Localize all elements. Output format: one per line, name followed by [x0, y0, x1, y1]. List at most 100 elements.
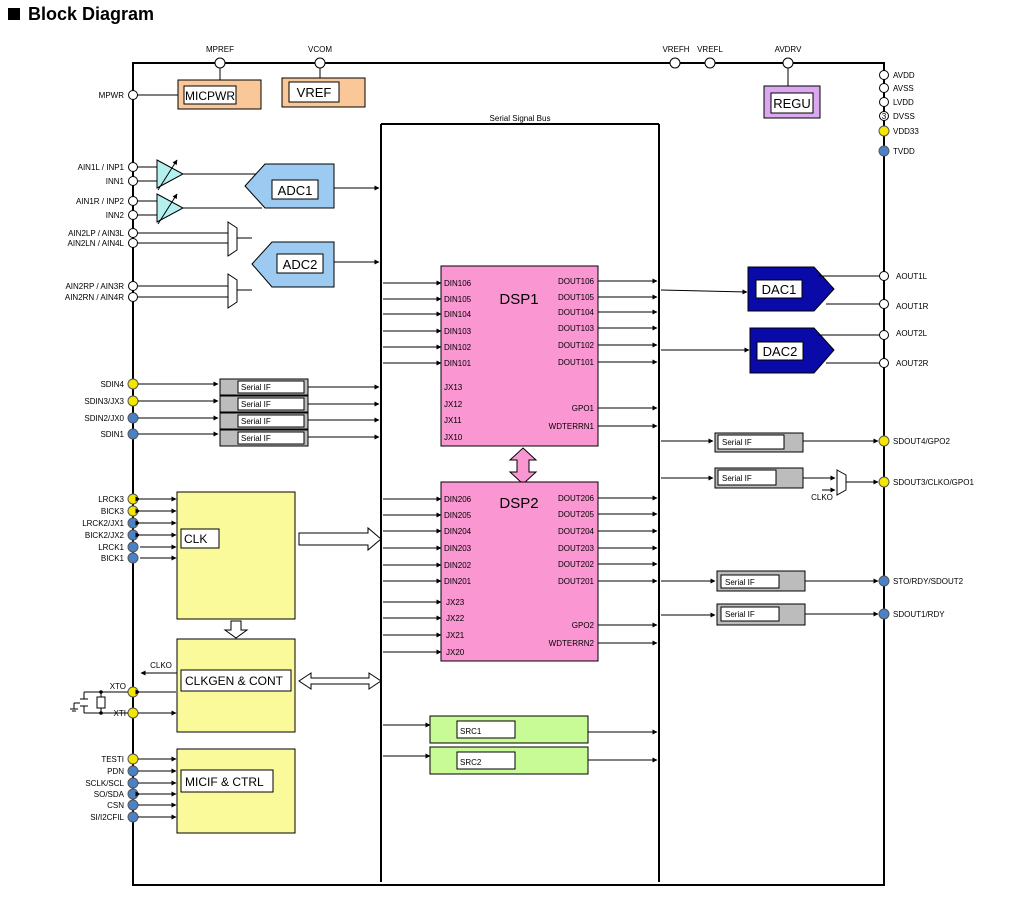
diagram-title: Block Diagram — [28, 4, 154, 24]
label-bick1: BICK1 — [101, 554, 125, 563]
dsp2-port-jx22: JX22 — [446, 614, 465, 623]
label-mpref: MPREF — [206, 45, 234, 54]
pin-dvss — [879, 111, 889, 121]
pin-testi — [127, 753, 139, 765]
dsp2-port-dout204: DOUT204 — [558, 527, 595, 536]
dsp1-port-din102: DIN102 — [444, 343, 472, 352]
pga2-amplifier — [156, 193, 185, 223]
label-si: SI/I2CFIL — [90, 813, 124, 822]
dsp2-port-dout206: DOUT206 — [558, 494, 595, 503]
pin-sclk — [127, 777, 139, 789]
serial-if-in-sdin3-label: Serial IF — [241, 400, 271, 409]
pin-mpwr — [128, 90, 138, 100]
label-sclk: SCLK/SCL — [85, 779, 124, 788]
dsp2-port-din203: DIN203 — [444, 544, 472, 553]
dsp1-port-dout101: DOUT101 — [558, 358, 595, 367]
pin-pdn — [127, 765, 139, 777]
dsp1-port-wdterrn1: WDTERRN1 — [549, 422, 595, 431]
label-lrck2: LRCK2/JX1 — [82, 519, 124, 528]
pin-bick1 — [127, 552, 139, 564]
dvss-count: 3 — [882, 112, 887, 121]
pin-aout1r — [879, 299, 889, 309]
pin-avdrv — [782, 57, 794, 69]
label-sdin3: SDIN3/JX3 — [84, 397, 124, 406]
label-lrck1: LRCK1 — [98, 543, 124, 552]
label-sdout1: SDOUT1/RDY — [893, 610, 945, 619]
label-ain2ln: AIN2LN / AIN4L — [68, 239, 125, 248]
clk-to-bus-arrow — [298, 526, 382, 552]
pin-ain2lp — [128, 228, 138, 238]
pin-xto — [127, 686, 139, 698]
serial-if-out-sto-label: Serial IF — [725, 578, 755, 587]
pin-sdin3 — [127, 395, 139, 407]
label-ain2lp: AIN2LP / AIN3L — [68, 229, 124, 238]
clkgen-bus-arrow — [298, 672, 382, 690]
pin-vcom — [314, 57, 326, 69]
pin-vdd33 — [878, 125, 890, 137]
label-ain1l: AIN1L / INP1 — [78, 163, 125, 172]
micpwr-label: MICPWR — [185, 89, 235, 103]
pin-xti — [127, 707, 139, 719]
pin-sto — [878, 575, 890, 587]
src1-label: SRC1 — [460, 727, 482, 736]
micif-label: MICIF & CTRL — [185, 775, 264, 789]
clk-block — [176, 491, 296, 620]
label-inn1: INN1 — [106, 177, 125, 186]
label-sto: STO/RDY/SDOUT2 — [893, 577, 964, 586]
dsp2-port-din202: DIN202 — [444, 561, 472, 570]
label-lvdd: LVDD — [893, 98, 914, 107]
pin-lrck2 — [127, 517, 139, 529]
dac1-label: DAC1 — [762, 282, 797, 297]
dsp2-port-jx20: JX20 — [446, 648, 465, 657]
dsp1-port-dout104: DOUT104 — [558, 308, 595, 317]
label-bick2: BICK2/JX2 — [85, 531, 125, 540]
clko-label: CLKO — [150, 661, 172, 670]
pin-sdout1 — [878, 608, 890, 620]
pin-aout2r — [879, 358, 889, 368]
clk-label: CLK — [184, 532, 207, 546]
label-avss: AVSS — [893, 84, 914, 93]
serial-if-in-sdin2-label: Serial IF — [241, 417, 271, 426]
clko-mux-label: CLKO — [811, 493, 833, 502]
dsp2-label: DSP2 — [499, 495, 538, 512]
pin-vrefl — [704, 57, 716, 69]
ain-right-mux — [227, 273, 238, 309]
pin-bick2 — [127, 529, 139, 541]
label-inn2: INN2 — [106, 211, 125, 220]
pin-avdd — [879, 70, 889, 80]
pin-mpref — [214, 57, 226, 69]
pin-ain1l — [128, 162, 138, 172]
pin-sdout4 — [878, 435, 890, 447]
label-pdn: PDN — [107, 767, 124, 776]
ain-left-mux — [227, 221, 238, 257]
serial-if-out-sdout1-label: Serial IF — [725, 610, 755, 619]
label-sdin1: SDIN1 — [100, 430, 124, 439]
pin-aout1l — [879, 271, 889, 281]
pin-lvdd — [879, 97, 889, 107]
adc1-label: ADC1 — [278, 183, 313, 198]
serial-if-out-sdout4-label: Serial IF — [722, 438, 752, 447]
pin-sdin1 — [127, 428, 139, 440]
dsp1-port-din104: DIN104 — [444, 310, 472, 319]
pin-sdin2 — [127, 412, 139, 424]
label-ain2rn: AIN2RN / AIN4R — [65, 293, 124, 302]
label-sdin4: SDIN4 — [100, 380, 124, 389]
dsp2-port-dout202: DOUT202 — [558, 560, 595, 569]
label-avdd: AVDD — [893, 71, 915, 80]
dsp1-port-gpo1: GPO1 — [572, 404, 595, 413]
dsp1-port-din103: DIN103 — [444, 327, 472, 336]
chip-outline — [132, 62, 885, 886]
dsp2-block — [440, 481, 599, 662]
pin-tvdd — [878, 145, 890, 157]
dsp2-port-din205: DIN205 — [444, 511, 472, 520]
crystal-icon — [96, 696, 106, 709]
label-sdout4: SDOUT4/GPO2 — [893, 437, 950, 446]
dsp1-port-dout105: DOUT105 — [558, 293, 595, 302]
pin-sdout3 — [878, 476, 890, 488]
pin-ain2rp — [128, 281, 138, 291]
regu-label: REGU — [773, 96, 811, 111]
dsp2-port-din204: DIN204 — [444, 527, 472, 536]
dsp1-port-dout106: DOUT106 — [558, 277, 595, 286]
dsp2-port-dout201: DOUT201 — [558, 577, 595, 586]
